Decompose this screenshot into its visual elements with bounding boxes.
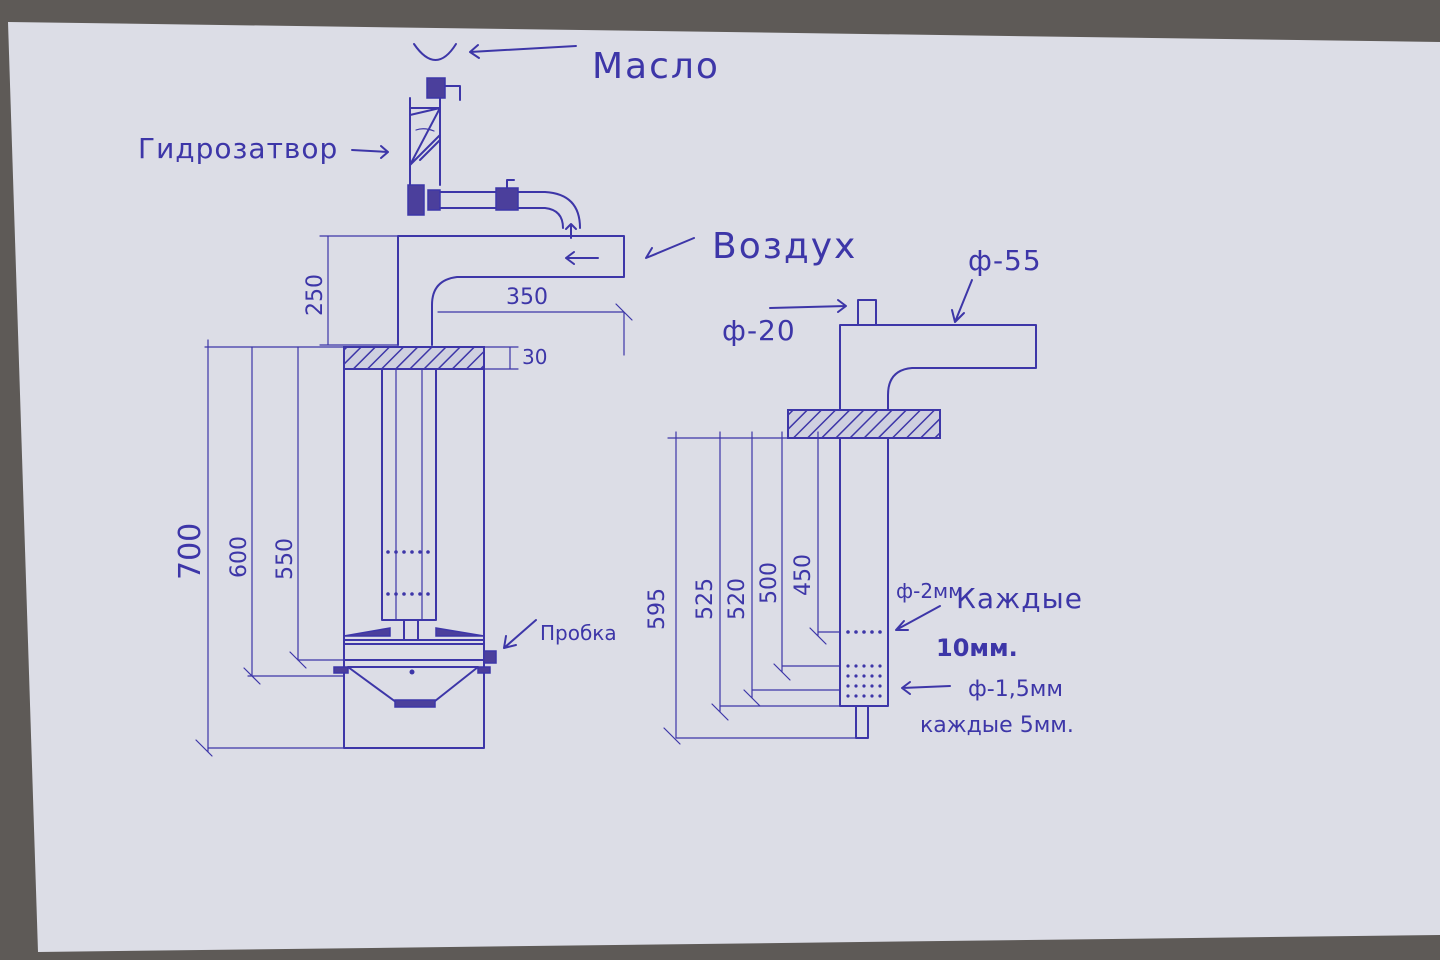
water-seal-label: Гидрозатвор	[138, 132, 338, 165]
dim-350: 350	[506, 285, 548, 310]
dim-700: 700	[173, 523, 208, 580]
d2mm-label: ф-2мм.	[896, 579, 970, 603]
dim-600: 600	[227, 536, 252, 578]
oil-valve	[426, 77, 446, 99]
air-elbow	[397, 235, 625, 346]
d20-label: ф-20	[722, 314, 796, 347]
dim-550: 550	[273, 538, 298, 580]
water-seal-pipe	[409, 97, 441, 186]
every-value-1: 10мм.	[936, 634, 1018, 662]
burner-plate	[343, 627, 485, 637]
oil-cup	[413, 43, 457, 61]
top-lid	[343, 346, 485, 370]
dim-525: 525	[693, 578, 718, 620]
every-label-1: Каждые	[956, 582, 1083, 615]
right-drawing	[663, 299, 1037, 745]
dim-250: 250	[303, 274, 328, 316]
paper-sheet	[8, 22, 1440, 952]
plug-label: Пробка	[540, 621, 617, 645]
left-drawing	[195, 43, 633, 757]
dim-30: 30	[522, 345, 547, 369]
dim-520: 520	[725, 578, 750, 620]
burner-tube	[839, 437, 889, 707]
burner-elbow	[839, 324, 1037, 411]
d15mm-label: ф-1,5мм	[968, 677, 1063, 702]
seal-fitting	[407, 184, 425, 216]
burner-lid	[787, 409, 941, 439]
oil-label: Масло	[592, 46, 720, 87]
dim-500: 500	[757, 562, 782, 604]
d55-label: ф-55	[968, 244, 1042, 277]
air-tube	[439, 191, 581, 229]
every-label-2: каждые 5мм.	[920, 713, 1074, 738]
drain-plug	[483, 650, 497, 664]
inner-pipe	[381, 368, 437, 621]
air-label: Воздух	[712, 226, 857, 267]
main-tank	[343, 368, 485, 749]
dim-450: 450	[791, 554, 816, 596]
air-valve	[495, 187, 519, 211]
dim-595: 595	[645, 588, 670, 630]
